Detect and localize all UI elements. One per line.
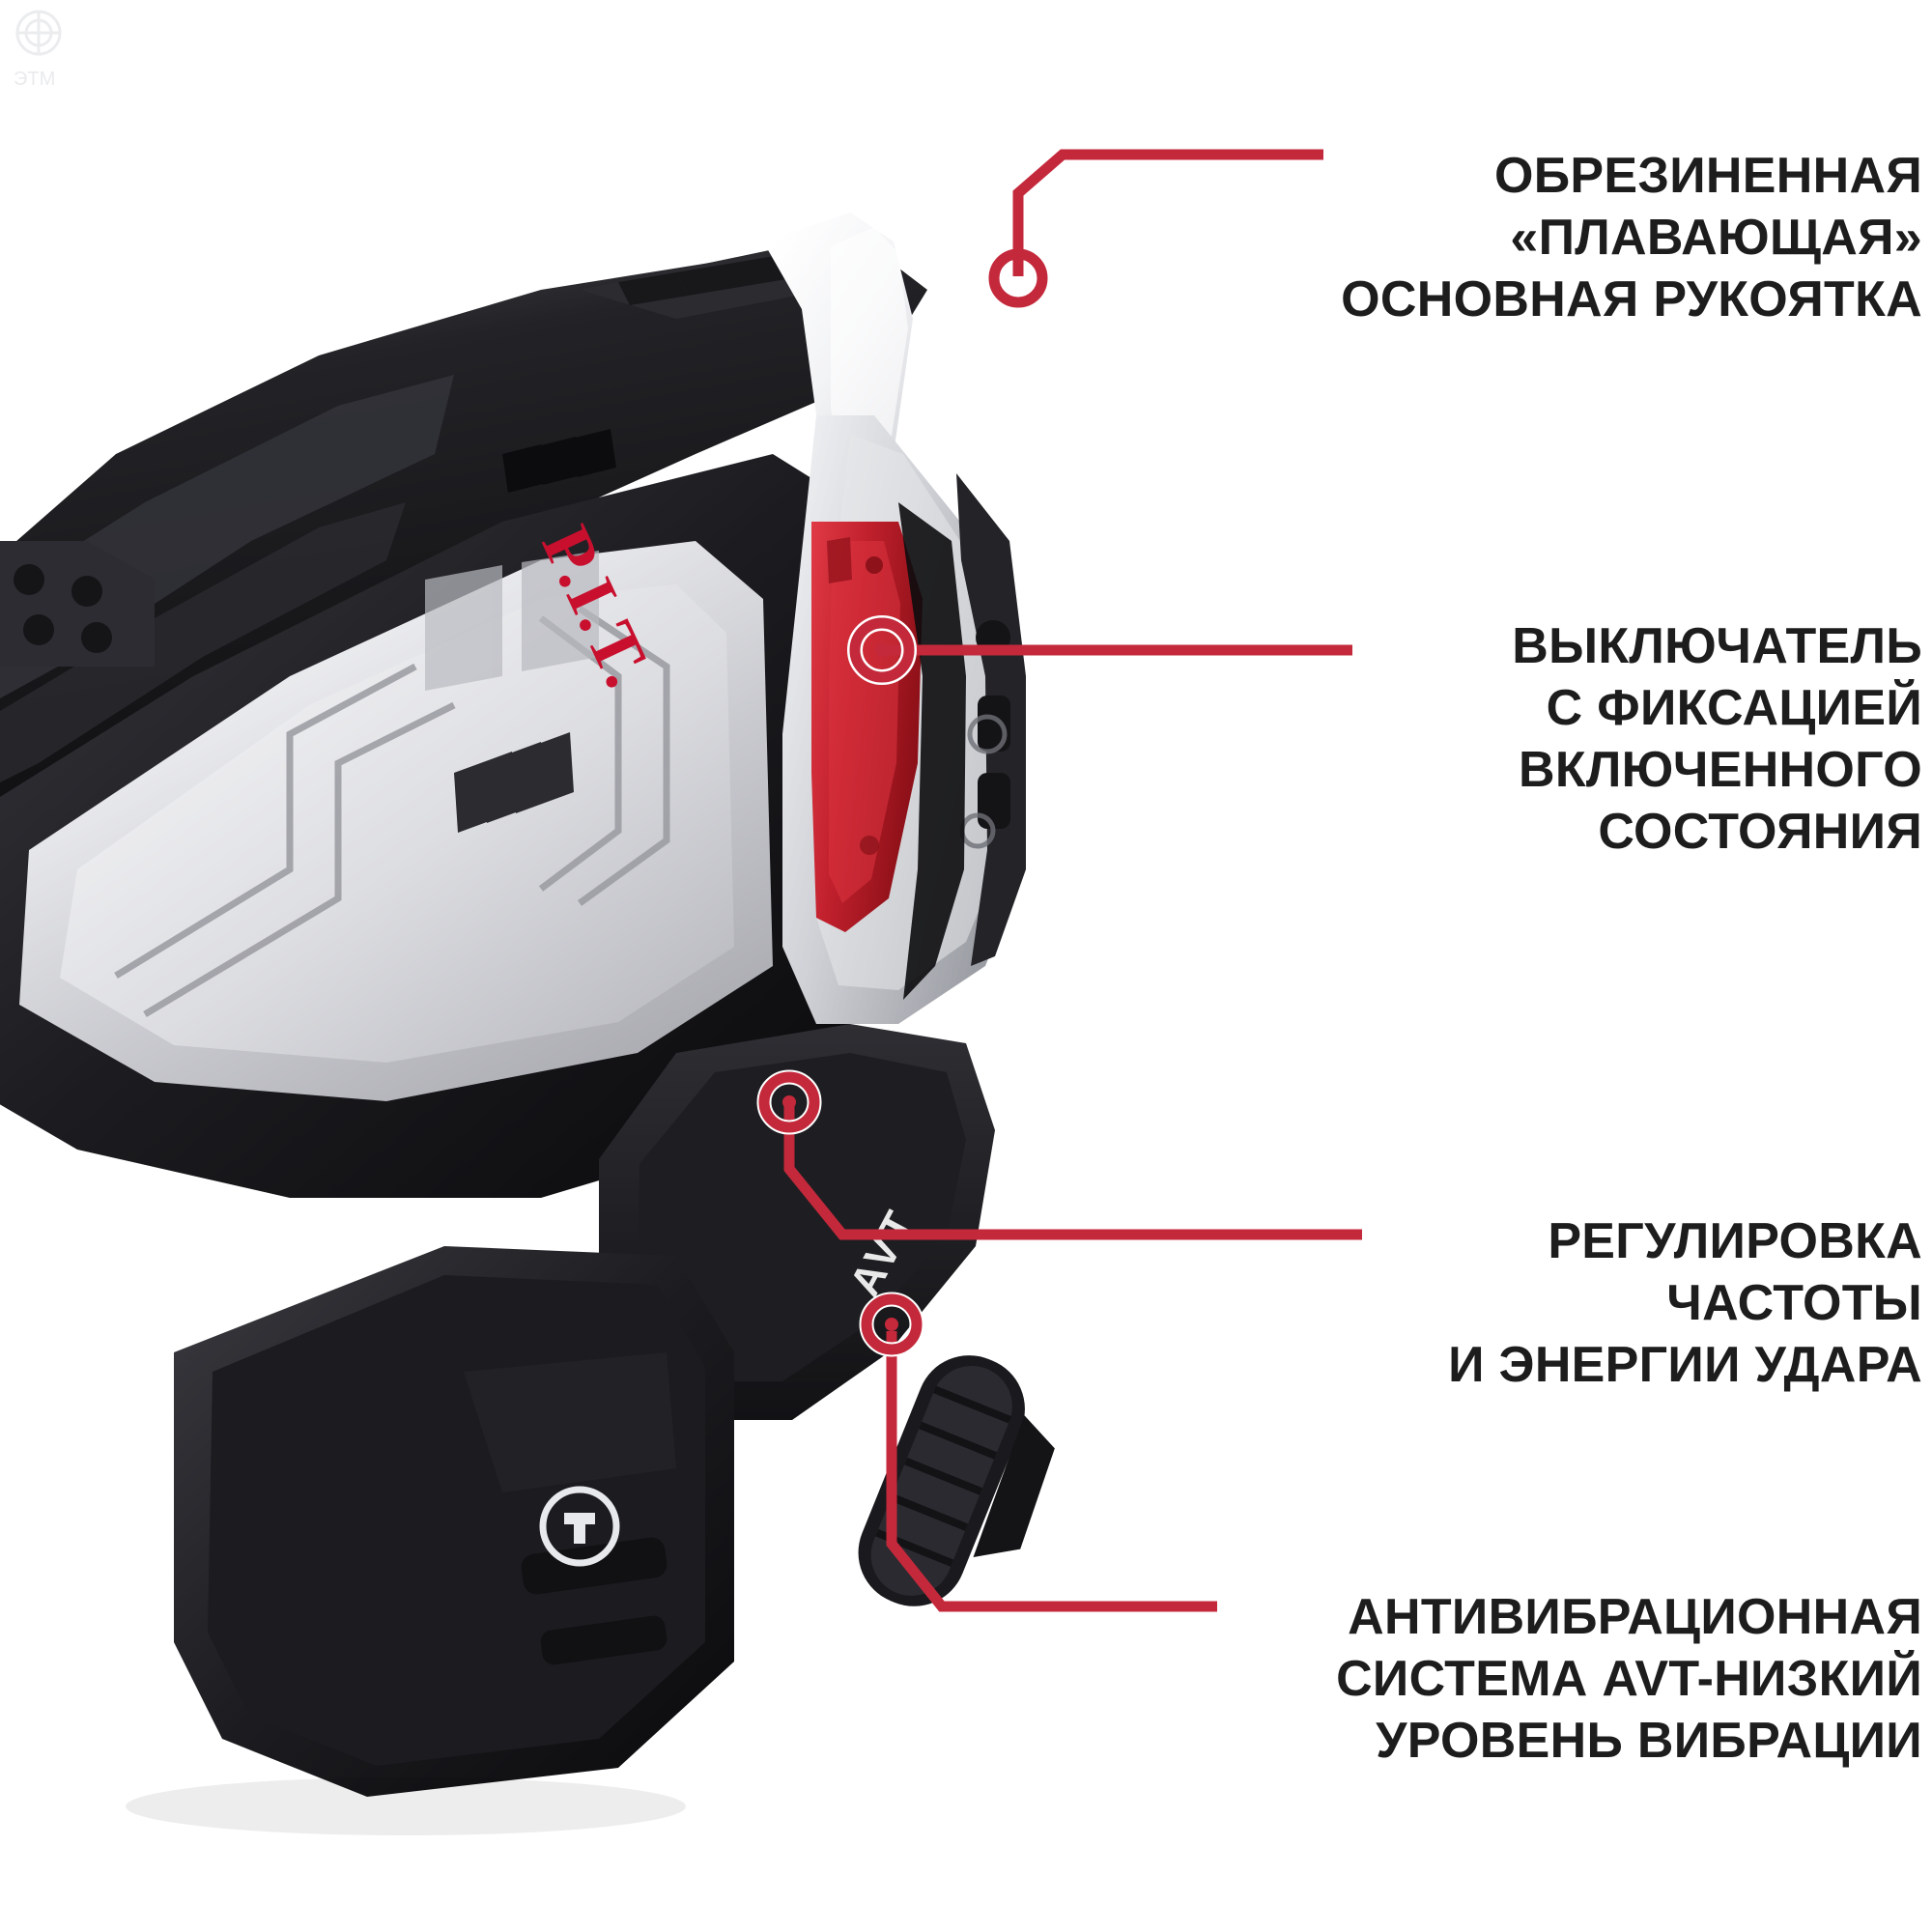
callout-label-avt: АНТИВИБРАЦИОННАЯ СИСТЕМА AVT-НИЗКИЙ УРОВ… bbox=[1336, 1586, 1922, 1772]
callout-label-handle-line-3: ОСНОВНАЯ РУКОЯТКА bbox=[1341, 271, 1922, 327]
callout-label-avt-line-3: УРОВЕНЬ ВИБРАЦИИ bbox=[1376, 1713, 1922, 1769]
callout-anchor-handle bbox=[988, 248, 1048, 308]
callout-label-switch: ВЫКЛЮЧАТЕЛЬ С ФИКСАЦИЕЙ ВКЛЮЧЕННОГО СОСТ… bbox=[1512, 615, 1922, 863]
callout-label-regulator-line-1: РЕГУЛИРОВКА bbox=[1548, 1213, 1922, 1269]
callout-label-switch-line-4: СОСТОЯНИЯ bbox=[1598, 804, 1922, 860]
callout-line-avt bbox=[886, 1331, 1217, 1612]
callout-anchor-regulator bbox=[756, 1069, 822, 1135]
callout-label-switch-line-2: С ФИКСАЦИЕЙ bbox=[1546, 680, 1922, 736]
callout-label-avt-line-1: АНТИВИБРАЦИОННАЯ bbox=[1348, 1589, 1922, 1645]
callout-anchor-switch bbox=[847, 615, 917, 685]
callout-label-handle: ОБРЕЗИНЕННАЯ «ПЛАВАЮЩАЯ» ОСНОВНАЯ РУКОЯТ… bbox=[1341, 145, 1922, 330]
callout-line-regulator bbox=[783, 1106, 1362, 1240]
callout-label-switch-line-1: ВЫКЛЮЧАТЕЛЬ bbox=[1512, 618, 1922, 674]
callout-label-handle-line-2: «ПЛАВАЮЩАЯ» bbox=[1510, 210, 1922, 266]
callout-anchor-avt bbox=[859, 1292, 924, 1357]
callout-label-switch-line-3: ВКЛЮЧЕННОГО bbox=[1518, 742, 1922, 798]
callout-label-handle-line-1: ОБРЕЗИНЕННАЯ bbox=[1493, 148, 1922, 204]
callout-label-regulator: РЕГУЛИРОВКА ЧАСТОТЫ И ЭНЕРГИИ УДАРА bbox=[1448, 1210, 1922, 1396]
callout-label-avt-line-2: СИСТЕМА AVT-НИЗКИЙ bbox=[1336, 1651, 1922, 1707]
callout-label-regulator-line-2: ЧАСТОТЫ bbox=[1666, 1275, 1922, 1331]
callout-line-handle bbox=[1012, 149, 1323, 276]
callout-label-regulator-line-3: И ЭНЕРГИИ УДАРА bbox=[1448, 1337, 1922, 1393]
